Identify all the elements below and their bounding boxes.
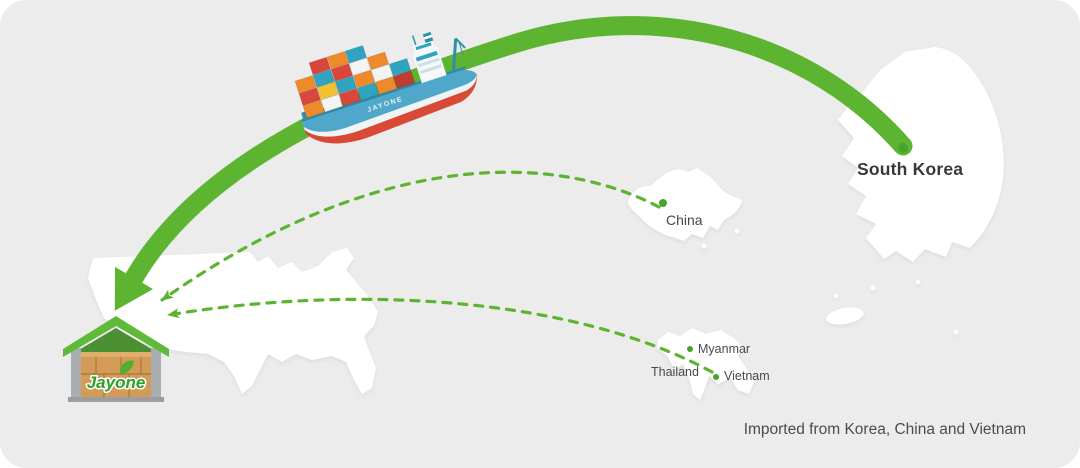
warehouse-attic-shadow bbox=[72, 328, 160, 354]
location-dot-south-korea bbox=[898, 143, 908, 153]
warehouse-boxes bbox=[79, 352, 153, 397]
map-south-korea bbox=[826, 47, 1004, 335]
warehouse-base bbox=[68, 397, 164, 402]
route-arrow-main bbox=[114, 16, 913, 311]
map-china bbox=[628, 168, 742, 249]
warehouse-logo: Jayone bbox=[85, 360, 147, 394]
label-thailand: Thailand bbox=[651, 365, 699, 379]
route-arrow-china-dashed bbox=[160, 170, 661, 302]
warehouse-logo-text: Jayone bbox=[87, 373, 146, 392]
label-myanmar: Myanmar bbox=[698, 342, 751, 356]
location-dot-china bbox=[659, 199, 667, 207]
warehouse-roof bbox=[63, 316, 169, 357]
location-dot-vietnam bbox=[713, 374, 719, 380]
label-vietnam: Vietnam bbox=[724, 369, 770, 383]
cargo-ship-illustration: JAYONE bbox=[294, 31, 477, 144]
caption: Imported from Korea, China and Vietnam bbox=[743, 421, 1026, 438]
location-dots bbox=[659, 143, 908, 380]
label-china: China bbox=[666, 212, 703, 228]
ship-superstructure bbox=[411, 31, 447, 84]
warehouse-wall-left bbox=[71, 348, 81, 400]
map-silhouettes bbox=[88, 47, 1004, 400]
ship-containers bbox=[294, 44, 416, 119]
warehouse-wall-right bbox=[151, 348, 161, 400]
label-south-korea: South Korea bbox=[857, 159, 964, 179]
map-usa bbox=[88, 248, 378, 394]
warehouse-illustration: Jayone bbox=[63, 316, 169, 402]
route-arrow-vietnam-dashed bbox=[166, 297, 714, 374]
location-dot-myanmar bbox=[687, 346, 693, 352]
ship-bow-crane bbox=[452, 37, 466, 71]
leaf-icon bbox=[119, 360, 134, 374]
map-southeast-asia bbox=[657, 328, 754, 400]
